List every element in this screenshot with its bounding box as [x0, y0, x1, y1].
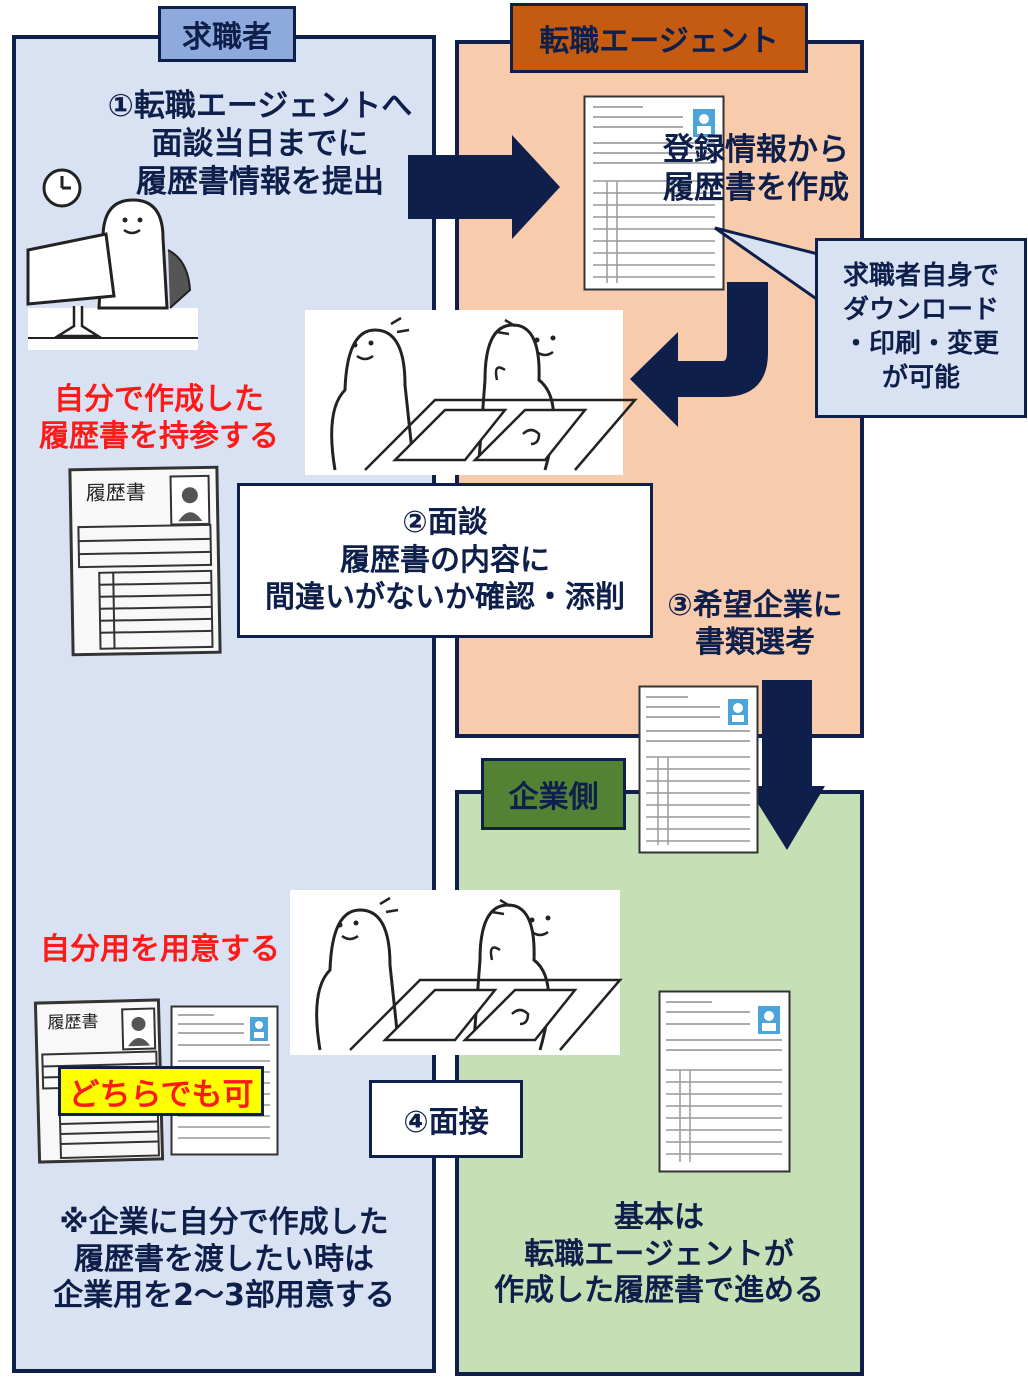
step3-line-2: 書類選考 [695, 624, 815, 660]
meeting-illustration [305, 310, 638, 475]
step3-text: ③希望企業に 書類選考 [645, 588, 865, 661]
arrow-right-icon [408, 135, 560, 239]
arrow-down-icon [747, 680, 825, 850]
agent-create-text: 登録情報から 履歴書を作成 [636, 132, 876, 208]
note-line-3: 企業用を2〜3部用意する [53, 1278, 395, 1314]
agent-create-line-2: 履歴書を作成 [663, 169, 849, 206]
note-line-1: ※企業に自分で作成した [59, 1205, 389, 1240]
handwritten-resume-title: 履歴書 [85, 479, 147, 506]
clock-icon [42, 168, 82, 208]
step1-line-1: ①転職エージェントへ [107, 88, 413, 124]
company-note-line-1: 基本は [614, 1200, 704, 1235]
callout-pointer [714, 226, 820, 303]
section-tag-seeker: 求職者 [158, 6, 296, 62]
step4-box: ④面接 [369, 1080, 523, 1158]
step3-line-1: ③希望企業に [667, 588, 843, 623]
interview-illustration [290, 890, 623, 1055]
either-ok-label: どちらでも可 [58, 1066, 264, 1116]
note-line-2: 履歴書を渡したい時は [74, 1241, 374, 1277]
bring-own-line-2: 履歴書を持参する [39, 418, 279, 454]
photo-box-icon [169, 474, 211, 526]
handwritten-resume-small-title: 履歴書 [47, 1011, 99, 1034]
company-note-text: 基本は 転職エージェントが 作成した履歴書で進める [458, 1200, 860, 1310]
step2-line-2: 履歴書の内容に [340, 542, 550, 578]
note-text: ※企業に自分で作成した 履歴書を渡したい時は 企業用を2〜3部用意する [14, 1205, 434, 1315]
section-tag-agent: 転職エージェント [510, 3, 808, 73]
arrow-curve-left-icon [630, 282, 768, 427]
handwritten-resume: 履歴書 [68, 465, 222, 657]
resume-lines-icon [77, 523, 214, 650]
resume-form-icon [583, 95, 725, 291]
callout-line-3: ・印刷・変更 [842, 329, 999, 359]
callout-line-1: 求職者自身で [842, 261, 999, 292]
callout-line-4: が可能 [881, 362, 960, 393]
company-note-line-3: 作成した履歴書で進める [494, 1273, 824, 1309]
step1-line-2: 面談当日までに [151, 125, 369, 162]
agent-create-line-1: 登録情報から [663, 132, 849, 168]
step2-line-3: 間違いがないか確認・添削 [265, 580, 625, 616]
step1-text: ①転職エージェントへ 面談当日までに 履歴書情報を提出 [60, 88, 460, 201]
callout-box: 求職者自身で ダウンロード ・印刷・変更 が可能 [815, 238, 1027, 418]
callout-line-2: ダウンロード [842, 295, 999, 326]
person-at-computer-icon [26, 198, 198, 350]
step2-line-1: ②面談 [402, 505, 488, 541]
step2-box: ②面談 履歴書の内容に 間違いがないか確認・添削 [237, 483, 653, 638]
photo-box-small-icon [121, 1007, 157, 1051]
step1-line-3: 履歴書情報を提出 [136, 163, 384, 200]
bring-own-line-1: 自分で作成した [54, 382, 264, 417]
company-resume-icon [658, 990, 791, 1173]
company-note-line-2: 転職エージェントが [524, 1236, 794, 1272]
bring-own-text: 自分で作成した 履歴書を持参する [14, 382, 304, 455]
section-tag-company: 企業側 [481, 758, 626, 830]
prepare-own-text: 自分用を用意する [40, 932, 280, 967]
resume-to-company-icon [638, 685, 759, 854]
